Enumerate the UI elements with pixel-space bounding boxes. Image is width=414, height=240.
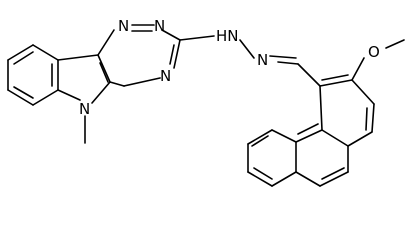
bond-double-inner — [365, 107, 368, 131]
bond — [91, 81, 111, 104]
molecule-structure-diagram: N N N N HN N O — [7, 17, 405, 187]
bond — [295, 129, 323, 143]
bond-double — [269, 55, 297, 59]
bond — [32, 89, 59, 106]
bond — [319, 171, 349, 187]
bond — [297, 63, 321, 87]
bond — [7, 44, 34, 61]
bond — [97, 54, 111, 83]
bond — [271, 171, 297, 187]
bond — [161, 29, 181, 41]
bond — [321, 129, 349, 147]
bond-double-inner — [251, 135, 269, 147]
bond — [271, 129, 297, 143]
bond-double-inner — [99, 62, 109, 83]
bond — [351, 57, 365, 81]
bond — [319, 79, 353, 87]
bond — [173, 39, 181, 69]
bond — [239, 39, 255, 59]
atom-label-n: N — [118, 17, 129, 35]
bond-double-inner — [321, 167, 345, 180]
bond — [247, 171, 273, 187]
bond-double-inner — [297, 123, 319, 135]
bonds — [7, 24, 405, 187]
atom-label-n: N — [79, 100, 90, 118]
bond — [32, 44, 59, 61]
bond-double-inner — [13, 86, 34, 99]
bond — [347, 131, 373, 147]
bond — [247, 129, 273, 145]
bond — [7, 89, 34, 106]
atom-label-o: O — [368, 43, 380, 61]
bond — [123, 77, 161, 87]
bond — [97, 29, 115, 56]
atom-label-n: N — [257, 51, 268, 69]
bond — [57, 89, 81, 101]
bond — [351, 79, 375, 105]
atom-label-nh: HN — [216, 27, 239, 45]
atom-label-n: N — [154, 17, 165, 35]
bond-double-inner — [253, 167, 273, 180]
bond-double-inner — [321, 74, 349, 81]
bond — [385, 39, 405, 49]
bond — [179, 35, 215, 41]
atom-label-n: N — [160, 67, 171, 85]
bond — [109, 81, 125, 87]
bond — [295, 171, 321, 187]
bond-double-inner — [169, 44, 175, 65]
bond-double-inner — [13, 51, 34, 65]
atom-labels: N N N N HN N O — [79, 17, 380, 118]
bond — [277, 61, 299, 65]
bond — [371, 103, 375, 133]
bond — [57, 54, 99, 61]
bond — [319, 85, 323, 131]
